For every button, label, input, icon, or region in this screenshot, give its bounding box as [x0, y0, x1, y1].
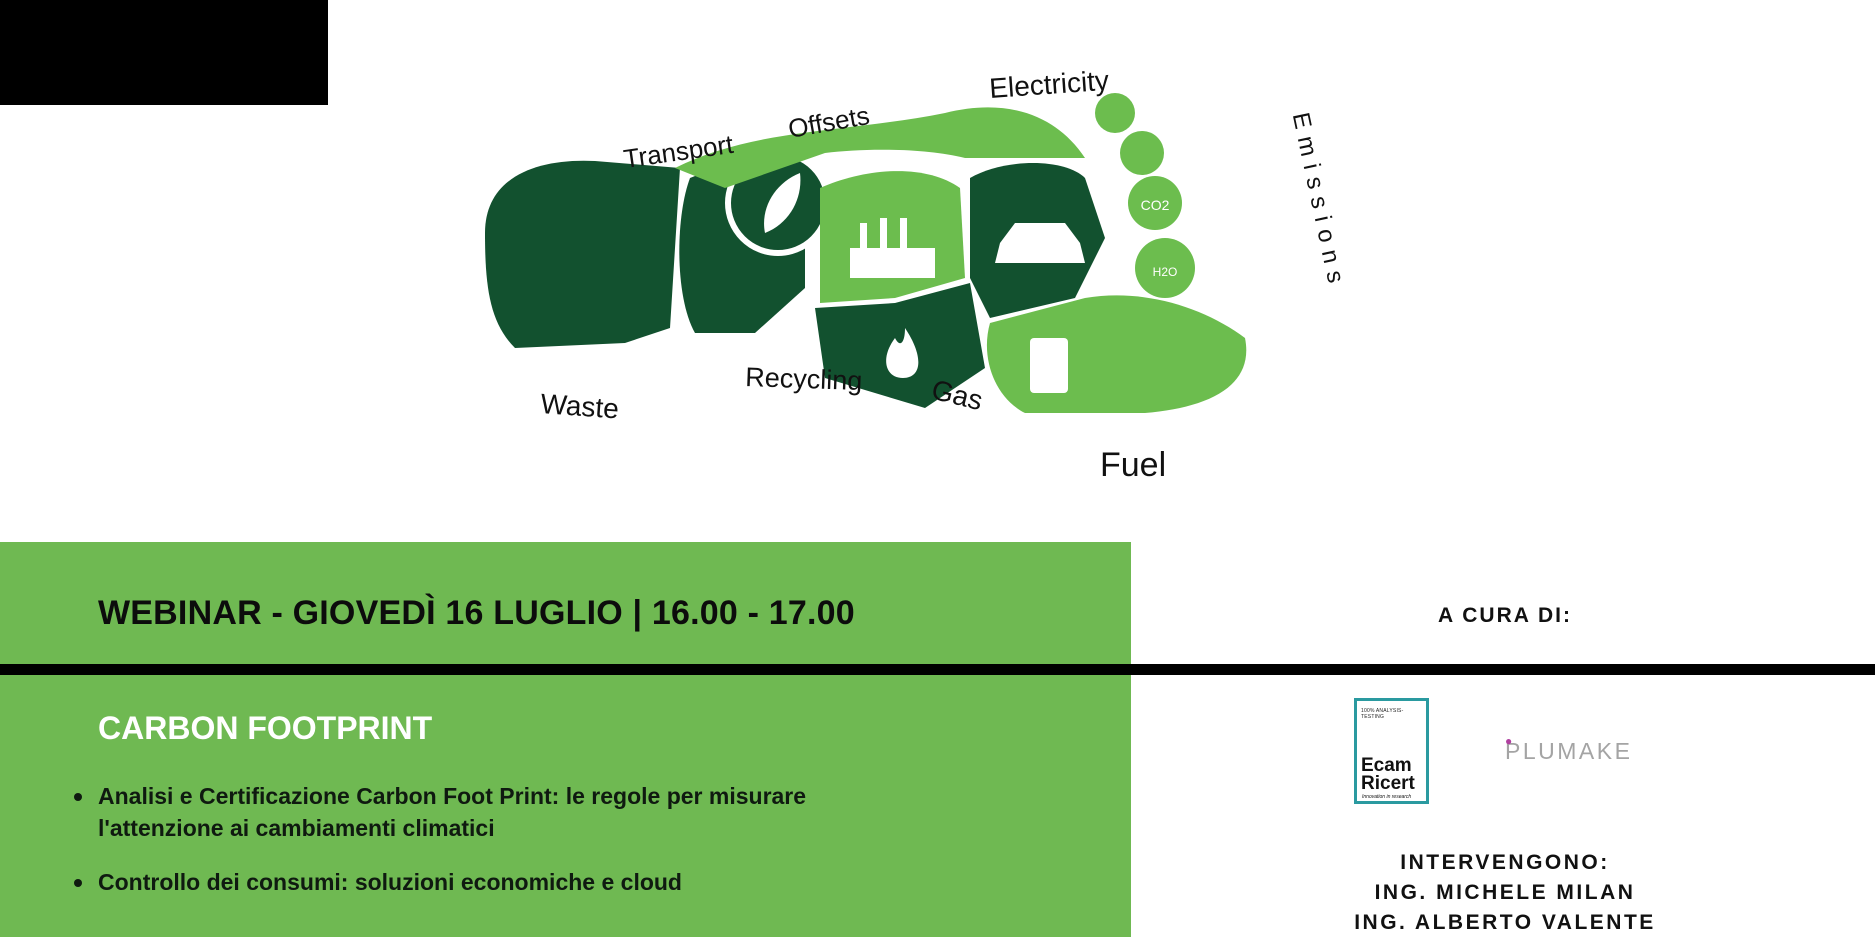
label-waste: Waste: [540, 388, 620, 424]
speakers-block: INTERVENGONO: ING. MICHELE MILAN ING. AL…: [1260, 848, 1750, 938]
plumake-mark-icon: ●: [1505, 734, 1515, 748]
factory-icon: [850, 218, 935, 278]
label-electricity: Electricity: [988, 65, 1110, 104]
waste-section: [485, 160, 680, 348]
svg-text:CO2: CO2: [1141, 197, 1170, 213]
flame-icon: [886, 328, 919, 378]
fuel-section: [986, 295, 1247, 413]
car-icon: [995, 223, 1085, 263]
topic-bullets: Analisi e Certificazione Carbon Foot Pri…: [74, 780, 838, 920]
bullet-item: Controllo dei consumi: soluzioni economi…: [74, 866, 838, 898]
webinar-banner: [0, 542, 1131, 664]
black-corner-block: [0, 0, 328, 105]
factory-section: [820, 171, 965, 303]
speaker-name: ING. MICHELE MILAN: [1374, 881, 1636, 904]
speakers-header: INTERVENGONO:: [1400, 851, 1610, 874]
speaker-name: ING. ALBERTO VALENTE: [1354, 911, 1656, 934]
topic-title: CARBON FOOTPRINT: [98, 710, 433, 746]
plumake-logo: ● PLUMAKE: [1505, 734, 1633, 764]
offsets-band: [675, 107, 1085, 188]
label-recycling: Recycling: [745, 362, 863, 396]
carbon-footprint-illustration: CO2 H2O Transport Offsets Electricity Em…: [425, 58, 1455, 508]
organizers-label: A CURA DI:: [1438, 604, 1572, 627]
bullet-item: Analisi e Certificazione Carbon Foot Pri…: [74, 780, 838, 844]
webinar-title: WEBINAR - GIOVEDÌ 16 LUGLIO | 16.00 - 17…: [98, 594, 855, 632]
fuel-pump-icon: [1030, 338, 1068, 393]
leaf-icon: [764, 173, 801, 233]
label-fuel: Fuel: [1100, 446, 1166, 484]
svg-text:H2O: H2O: [1153, 265, 1178, 279]
h2o-bubble: [1135, 238, 1195, 298]
co2-bubble: [1128, 176, 1182, 230]
divider-bar: [0, 664, 1875, 675]
label-gas: Gas: [929, 374, 986, 417]
topic-panel: [0, 675, 1131, 937]
label-emissions: Emissions: [1287, 110, 1351, 293]
